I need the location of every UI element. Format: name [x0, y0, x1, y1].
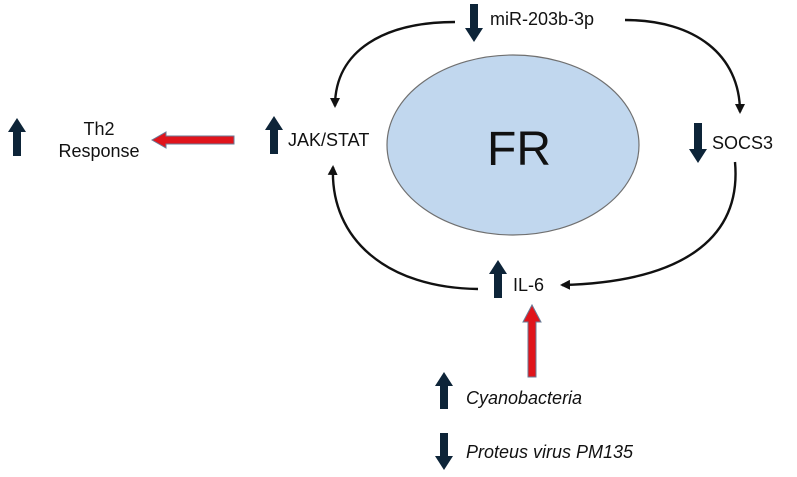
up-arrow-icon — [265, 116, 283, 154]
up-arrow-icon — [8, 118, 26, 156]
down-arrow-icon — [689, 123, 707, 163]
cyanobacteria-label: Cyanobacteria — [466, 388, 583, 408]
arrow-mirna-to-socs3 — [624, 18, 745, 114]
proteus-virus-label: Proteus virus PM135 — [466, 442, 634, 462]
arrow-il6-to-jak — [327, 165, 479, 291]
arrow-mirna-to-jak — [330, 20, 456, 108]
up-arrow-icon — [489, 260, 507, 298]
il6-label: IL-6 — [513, 275, 545, 295]
arrow-socs3-to-il6 — [560, 161, 737, 290]
fr-ellipse — [386, 54, 640, 236]
fr-label: FR — [487, 123, 551, 176]
down-arrow-icon — [465, 4, 483, 42]
jak-stat-label: JAK/STAT — [288, 130, 370, 150]
mirna-label: miR-203b-3p — [490, 9, 595, 29]
th2-response-label: Th2 Response — [58, 119, 140, 161]
socs3-label: SOCS3 — [712, 133, 774, 153]
influence-arrow-microbes-to-il6 — [522, 303, 542, 378]
down-arrow-icon — [435, 433, 453, 470]
influence-arrow-jak-to-th2 — [150, 131, 235, 149]
up-arrow-icon — [435, 372, 453, 409]
